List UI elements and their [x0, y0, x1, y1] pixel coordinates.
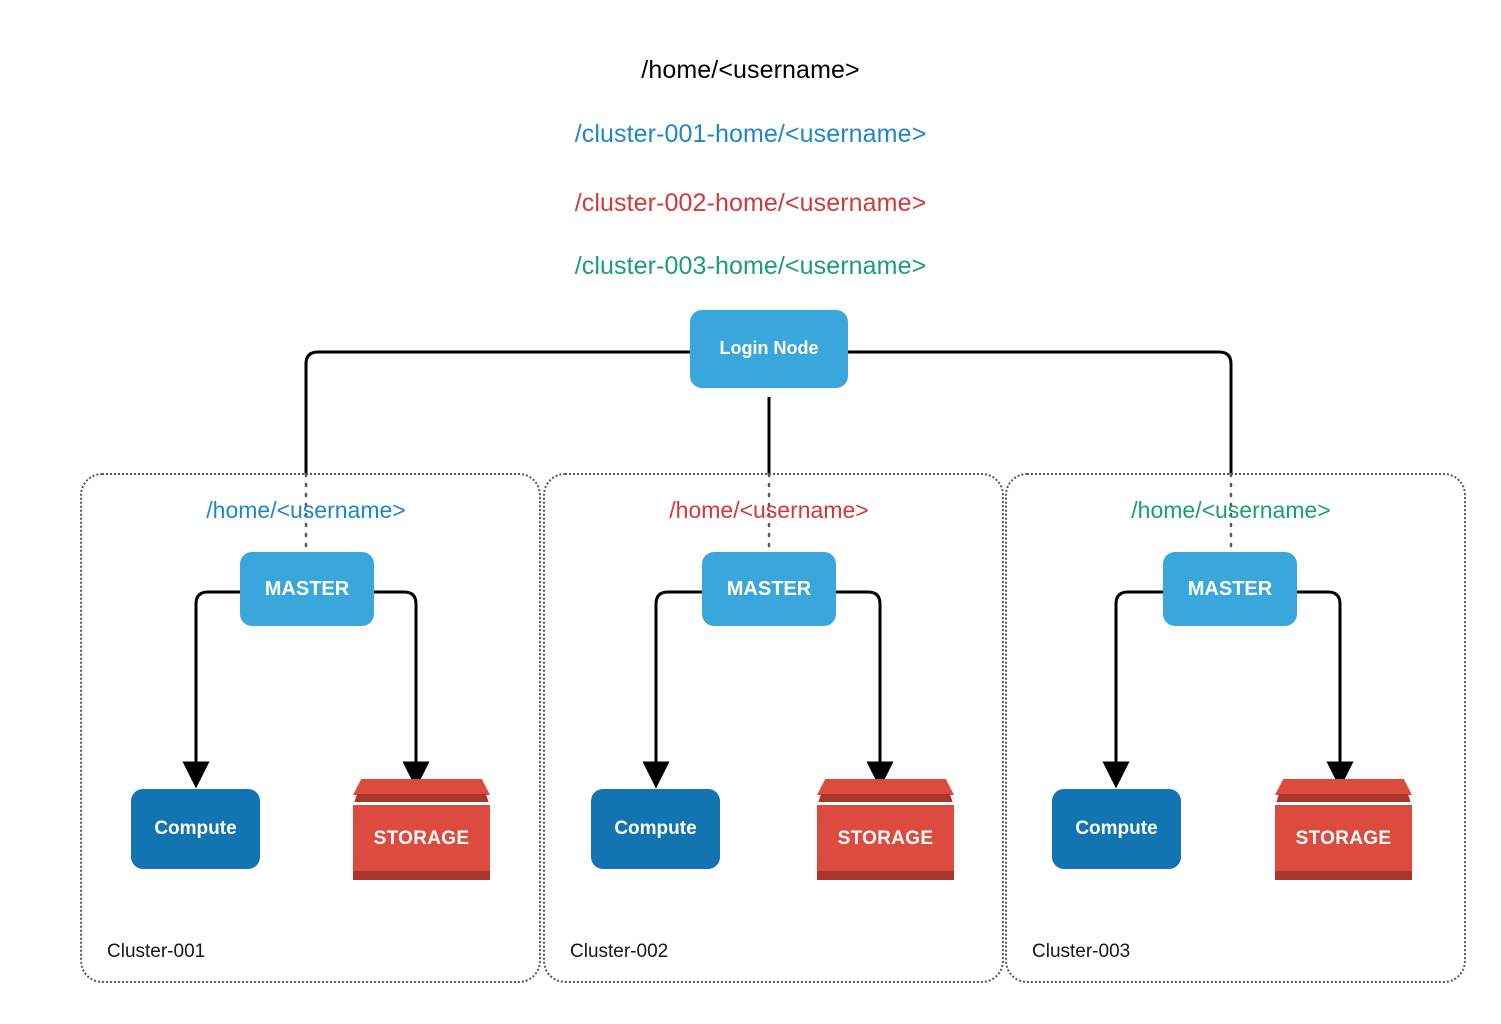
cluster-box-002[interactable] [543, 473, 1004, 983]
compute-node-003-label: Compute [1075, 817, 1158, 839]
storage-node-003[interactable]: STORAGE [1275, 779, 1412, 880]
path-label-cluster-002-home: /cluster-002-home/<username> [574, 189, 927, 217]
storage-node-003-foot [1275, 871, 1412, 880]
master-node-002-label: MASTER [726, 578, 812, 600]
cluster-001-name: Cluster-001 [107, 941, 206, 962]
storage-node-001-foot [353, 871, 490, 880]
path-label-cluster-001-home: /cluster-001-home/<username> [574, 120, 927, 148]
master-node-001[interactable]: MASTER [240, 552, 374, 633]
cluster-003-home-path: /home/<username> [1131, 497, 1331, 523]
compute-node-001-label: Compute [154, 817, 237, 839]
login-node-base [693, 381, 845, 395]
compute-node-002[interactable]: Compute [591, 789, 720, 876]
storage-node-003-lid-shadow [1276, 794, 1411, 802]
storage-node-001-lid-shadow [354, 794, 489, 802]
storage-node-003-lid [1275, 779, 1412, 795]
login-node[interactable]: Login Node [690, 310, 848, 395]
storage-node-002-lid-shadow [818, 794, 953, 802]
compute-node-003[interactable]: Compute [1052, 789, 1181, 876]
cluster-box-003[interactable] [1005, 473, 1466, 983]
master-node-001-label: MASTER [264, 578, 350, 600]
login-node-label: Login Node [719, 338, 819, 359]
master-node-003[interactable]: MASTER [1163, 552, 1297, 633]
storage-node-002[interactable]: STORAGE [817, 779, 954, 880]
cluster-003-name: Cluster-003 [1032, 941, 1131, 962]
master-node-002[interactable]: MASTER [702, 552, 836, 633]
storage-node-001[interactable]: STORAGE [353, 779, 490, 880]
cluster-002-name: Cluster-002 [570, 941, 669, 962]
path-label-cluster-003-home: /cluster-003-home/<username> [574, 252, 927, 280]
path-label-home: /home/<username> [641, 56, 860, 84]
cluster-002-home-path: /home/<username> [669, 497, 869, 523]
compute-node-002-label: Compute [614, 817, 697, 839]
cluster-box-001[interactable] [80, 473, 541, 983]
storage-node-003-label: STORAGE [1275, 805, 1412, 872]
storage-node-002-foot [817, 871, 954, 880]
storage-node-001-label: STORAGE [353, 805, 490, 872]
master-node-003-label: MASTER [1187, 578, 1273, 600]
compute-node-001[interactable]: Compute [131, 789, 260, 876]
storage-node-002-lid [817, 779, 954, 795]
edge-login-to-cluster-001 [304, 350, 690, 474]
edge-login-to-cluster-003 [848, 350, 1233, 474]
storage-node-001-lid [353, 779, 490, 795]
storage-node-002-label: STORAGE [817, 805, 954, 872]
cluster-001-home-path: /home/<username> [206, 497, 406, 523]
